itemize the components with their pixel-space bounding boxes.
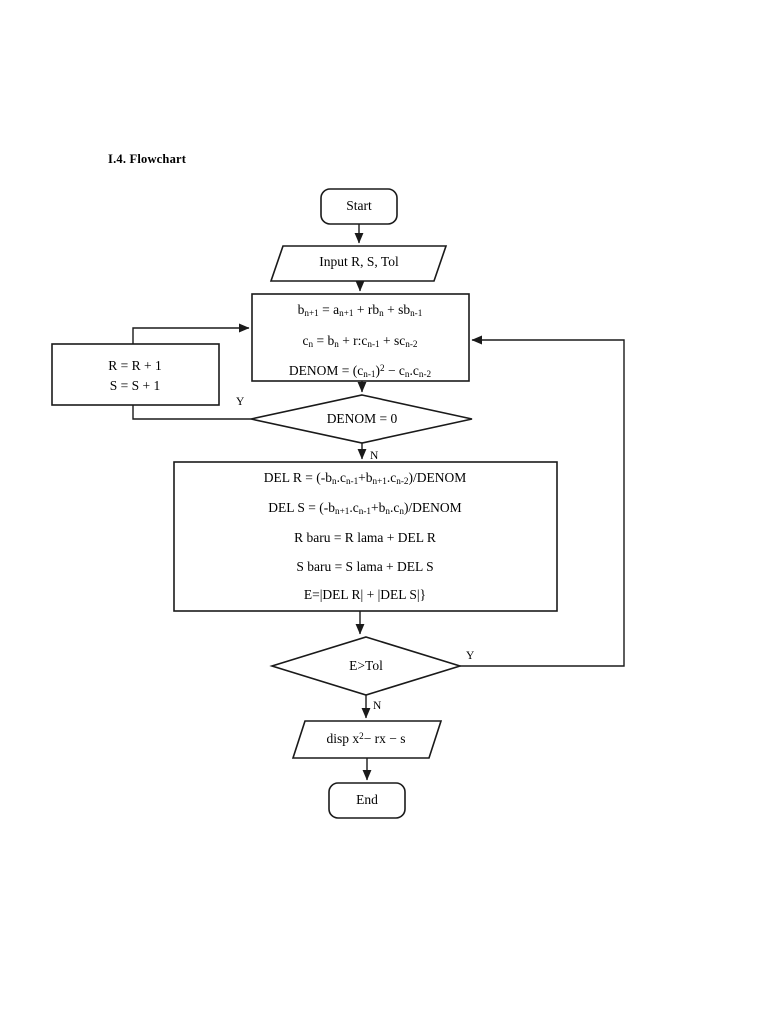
delta-calc-node [173, 461, 558, 612]
end-node [328, 782, 406, 819]
start-node [320, 188, 398, 225]
connector-tol-yes-feedback [460, 335, 625, 667]
page-title: I.4. Flowchart [108, 152, 187, 166]
recurrence-node [251, 293, 470, 382]
connector-denom-yes-to-increment [132, 405, 251, 420]
input-node [269, 245, 448, 282]
denom-decision-node [250, 394, 473, 444]
increment-node [51, 343, 220, 406]
connector-increment-to-recurrence [132, 323, 250, 344]
display-node [291, 720, 443, 759]
tol-decision-node [269, 636, 463, 696]
